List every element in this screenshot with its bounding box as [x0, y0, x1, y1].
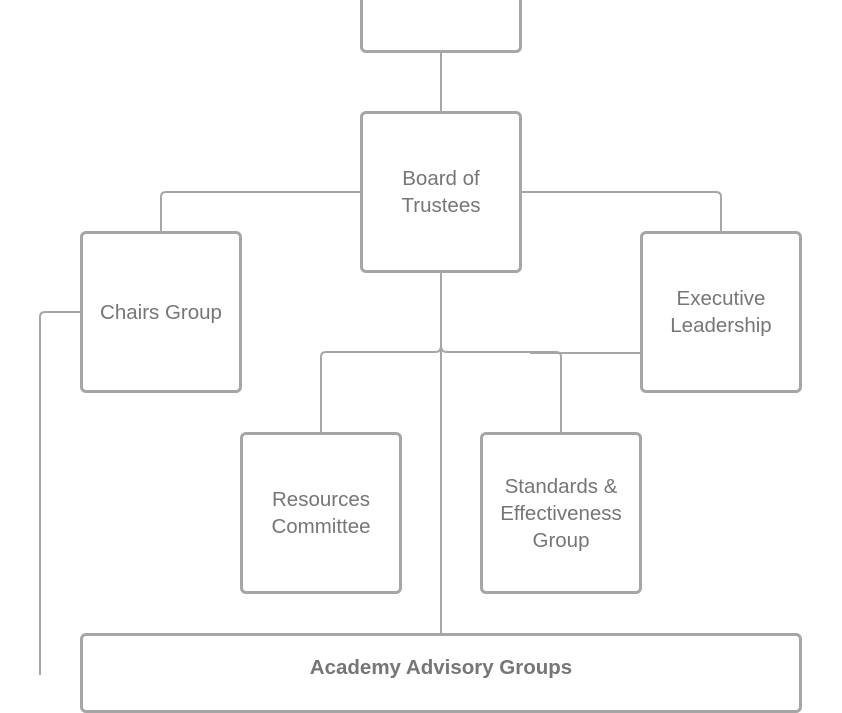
academy-advisory-groups-label: Academy Advisory Groups — [309, 656, 573, 679]
board-of-trustees-label: Board of Trustees — [401, 167, 481, 217]
chairs-group-box[interactable]: Chairs Group — [80, 231, 242, 393]
connector-board-executive — [522, 191, 722, 231]
resources-committee-label: Resources Committee — [271, 488, 371, 538]
academy-advisory-groups-box[interactable]: Academy Advisory Groups — [80, 633, 802, 713]
resources-committee-box[interactable]: Resources Committee — [240, 432, 402, 594]
org-chart-diagram: Board of Trustees Chairs Group Executive… — [39, 0, 802, 713]
top-node-box[interactable] — [360, 0, 522, 53]
board-of-trustees-box[interactable]: Board of Trustees — [360, 111, 522, 273]
connector-chairs-academy — [39, 311, 80, 675]
connector-board-chairs — [160, 191, 360, 231]
connector-board-standards — [440, 345, 562, 432]
standards-effectiveness-group-box[interactable]: Standards & Effectiveness Group — [480, 432, 642, 594]
executive-leadership-label: Executive Leadership — [670, 287, 772, 337]
executive-leadership-box[interactable]: Executive Leadership — [640, 231, 802, 393]
connector-layer — [39, 53, 722, 675]
standards-effectiveness-group-label: Standards & Effectiveness Group — [500, 474, 622, 552]
connector-board-resources — [320, 345, 442, 432]
chairs-group-label: Chairs Group — [100, 300, 222, 324]
